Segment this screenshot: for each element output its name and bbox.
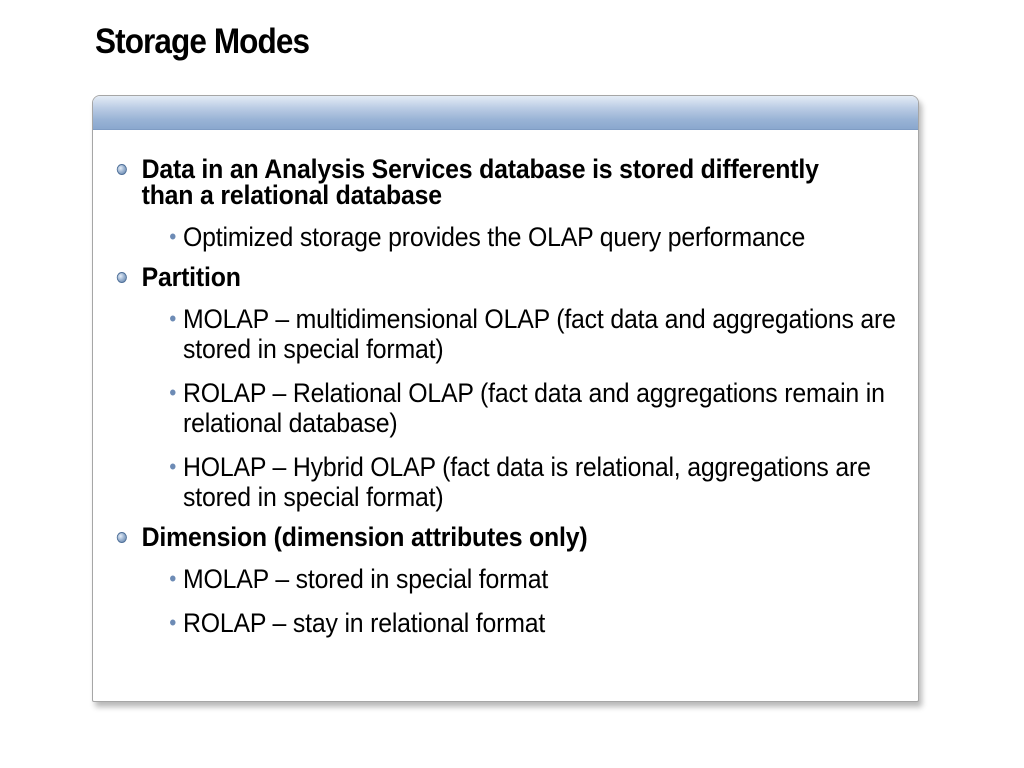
content-panel — [92, 95, 919, 702]
sub-bullet-text: ROLAP – stay in relational format — [183, 608, 546, 638]
bullet-text: Data in an Analysis Services database is… — [141, 154, 819, 210]
sub-bullet-item: • ROLAP – Relational OLAP (fact data and… — [114, 378, 910, 438]
panel-header-band — [93, 96, 918, 130]
bullet-item: Data in an Analysis Services database is… — [114, 154, 868, 210]
dot-bullet-icon: • — [169, 380, 177, 405]
dot-bullet-icon: • — [169, 454, 177, 479]
sub-bullet-list: • MOLAP – multidimensional OLAP (fact da… — [114, 304, 914, 512]
sub-bullet-text: Optimized storage provides the OLAP quer… — [183, 222, 806, 252]
bullet-text: Dimension (dimension attributes only) — [141, 522, 588, 552]
sub-bullet-item: • Optimized storage provides the OLAP qu… — [114, 222, 910, 252]
blue-sphere-bullet-icon — [116, 532, 127, 543]
sub-bullet-item: • MOLAP – stored in special format — [114, 564, 910, 594]
slide-title: Storage Modes — [95, 22, 310, 61]
sub-bullet-list: • Optimized storage provides the OLAP qu… — [114, 222, 914, 252]
sub-bullet-text: ROLAP – Relational OLAP (fact data and a… — [183, 378, 885, 438]
dot-bullet-icon: • — [169, 610, 177, 635]
bullet-item: Partition — [114, 262, 868, 292]
sub-bullet-text: HOLAP – Hybrid OLAP (fact data is relati… — [183, 452, 871, 512]
sub-bullet-text: MOLAP – multidimensional OLAP (fact data… — [183, 304, 896, 364]
sub-bullet-list: • MOLAP – stored in special format • ROL… — [114, 564, 914, 638]
bullet-item: Dimension (dimension attributes only) — [114, 522, 868, 552]
sub-bullet-item: • ROLAP – stay in relational format — [114, 608, 910, 638]
blue-sphere-bullet-icon — [116, 272, 127, 283]
sub-bullet-text: MOLAP – stored in special format — [183, 564, 549, 594]
sub-bullet-item: • MOLAP – multidimensional OLAP (fact da… — [114, 304, 910, 364]
dot-bullet-icon: • — [169, 306, 177, 331]
sub-bullet-item: • HOLAP – Hybrid OLAP (fact data is rela… — [114, 452, 910, 512]
dot-bullet-icon: • — [169, 224, 177, 249]
bullet-list: Data in an Analysis Services database is… — [114, 156, 914, 638]
blue-sphere-bullet-icon — [116, 164, 127, 175]
bullet-text: Partition — [141, 262, 241, 292]
dot-bullet-icon: • — [169, 566, 177, 591]
